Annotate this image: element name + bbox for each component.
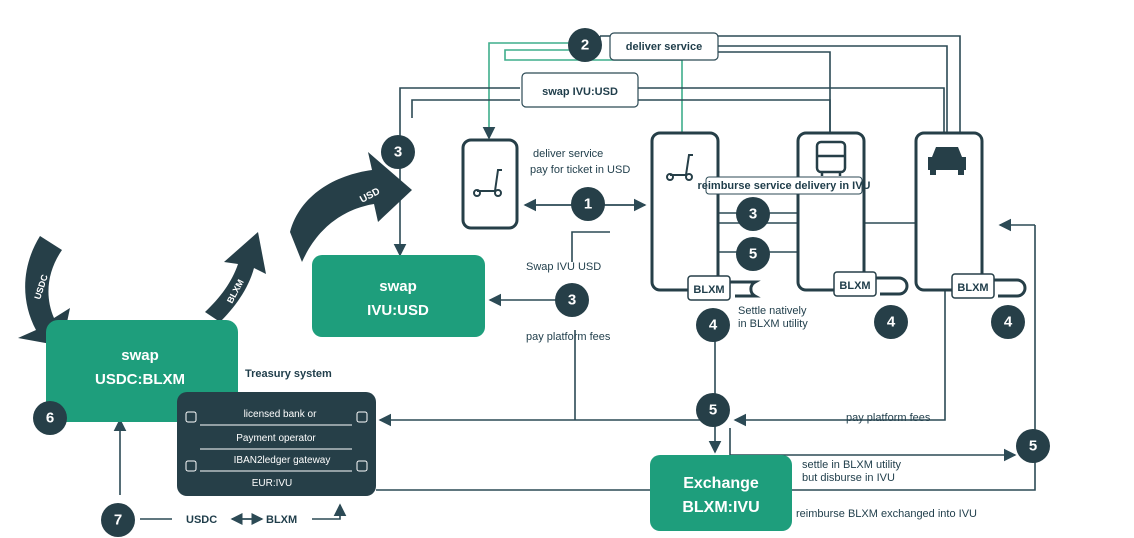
settle-natively-label-2: in BLXM utility bbox=[738, 318, 808, 330]
swap-ivu-usd-box: swap IVU:USD bbox=[312, 255, 485, 337]
step-2: 2 bbox=[568, 28, 602, 62]
blxm-tag-1-label: BLXM bbox=[693, 284, 724, 296]
svg-text:4: 4 bbox=[709, 317, 718, 334]
scooter-icon bbox=[473, 169, 502, 197]
exchange-box: Exchange BLXM:IVU bbox=[650, 455, 792, 531]
swap-ivu-usd-label-box: swap IVU:USD bbox=[521, 72, 639, 108]
svg-text:6: 6 bbox=[46, 410, 54, 427]
pay-platform-fees-right-label: pay platform fees bbox=[846, 412, 931, 424]
treasury-line-4: EUR:IVU bbox=[252, 478, 293, 489]
swap-ivu-usd-box-title: swap bbox=[379, 278, 417, 295]
exchange-box-sub: BLXM:IVU bbox=[682, 499, 759, 516]
usd-curved-arrow: USD bbox=[290, 152, 412, 262]
step-3-swap: 3 bbox=[381, 135, 415, 169]
blxm-tag-3: BLXM bbox=[951, 273, 1027, 299]
settle-natively-label-1: Settle natively bbox=[738, 305, 807, 317]
step-4-scooter: 4 bbox=[696, 308, 730, 342]
reimburse-service-label-box: reimburse service delivery in IVU bbox=[697, 176, 871, 195]
usdc-curved-arrow: USDC bbox=[18, 236, 70, 346]
svg-text:3: 3 bbox=[568, 292, 576, 309]
treasury-line-2: Payment operator bbox=[236, 433, 316, 444]
swap-usdc-blxm-box-title: swap bbox=[121, 347, 159, 364]
blxm-tag-2: BLXM bbox=[833, 271, 909, 297]
blxm-flow-label: BLXM bbox=[266, 514, 297, 526]
swap-ivu-usd-small-label: Swap IVU USD bbox=[526, 261, 601, 273]
blxm-tag-3-label: BLXM bbox=[957, 282, 988, 294]
svg-text:3: 3 bbox=[749, 206, 757, 223]
treasury-system-title: Treasury system bbox=[245, 368, 332, 380]
phone-device bbox=[461, 138, 519, 230]
swap-ivu-usd-box-sub: IVU:USD bbox=[367, 302, 429, 319]
treasury-system-box: licensed bank or Payment operator IBAN2l… bbox=[177, 392, 376, 496]
usdc-flow-label: USDC bbox=[186, 514, 217, 526]
svg-text:2: 2 bbox=[581, 37, 589, 54]
swap-usdc-blxm-box-sub: USDC:BLXM bbox=[95, 371, 185, 388]
blxm-tag-1: BLXM bbox=[687, 275, 761, 301]
provider-bus bbox=[796, 131, 866, 292]
deliver-service-label: deliver service bbox=[533, 148, 603, 160]
provider-scooter bbox=[650, 131, 720, 292]
step-5-settle: 5 bbox=[736, 237, 770, 271]
svg-text:5: 5 bbox=[709, 402, 717, 419]
bus-icon bbox=[815, 140, 847, 176]
svg-text:5: 5 bbox=[749, 246, 757, 263]
step-7: 7 bbox=[101, 503, 135, 537]
blxm-tag-2-label: BLXM bbox=[839, 280, 870, 292]
step-1: 1 bbox=[571, 187, 605, 221]
reimburse-blxm-label: reimburse BLXM exchanged into IVU bbox=[796, 508, 977, 520]
step-3-fees: 3 bbox=[555, 283, 589, 317]
svg-text:4: 4 bbox=[1004, 314, 1013, 331]
step-3-reimburse: 3 bbox=[736, 197, 770, 231]
pay-for-ticket-label: pay for ticket in USD bbox=[530, 164, 630, 176]
svg-text:3: 3 bbox=[394, 144, 402, 161]
step-4-bus: 4 bbox=[874, 305, 908, 339]
pay-platform-fees-left-label: pay platform fees bbox=[526, 331, 611, 343]
treasury-line-1: licensed bank or bbox=[244, 409, 317, 420]
svg-text:1: 1 bbox=[584, 196, 592, 213]
swap-ivu-usd-top-label: swap IVU:USD bbox=[542, 86, 618, 98]
settle-blxm-label-2: but disburse in IVU bbox=[802, 472, 895, 484]
step-5-exchange: 5 bbox=[696, 393, 730, 427]
blxm-curved-arrow: BLXM bbox=[205, 232, 266, 322]
step-circles: 2 3 1 3 5 3 4 4 4 5 5 6 7 bbox=[33, 28, 1050, 537]
treasury-line-3: IBAN2ledger gateway bbox=[234, 455, 331, 466]
deliver-service-label-box: deliver service bbox=[609, 32, 719, 61]
car-icon bbox=[928, 147, 966, 175]
svg-text:5: 5 bbox=[1029, 438, 1037, 455]
step-6: 6 bbox=[33, 401, 67, 435]
svg-text:7: 7 bbox=[114, 512, 122, 529]
svg-text:4: 4 bbox=[887, 314, 896, 331]
reimburse-service-label: reimburse service delivery in IVU bbox=[697, 180, 870, 192]
provider-car bbox=[914, 131, 984, 292]
settle-blxm-label-1: settle in BLXM utility bbox=[802, 459, 902, 471]
exchange-box-title: Exchange bbox=[683, 475, 759, 492]
step-4-car: 4 bbox=[991, 305, 1025, 339]
scooter-icon bbox=[666, 154, 693, 181]
deliver-service-top-label: deliver service bbox=[626, 41, 702, 53]
step-5-right: 5 bbox=[1016, 429, 1050, 463]
